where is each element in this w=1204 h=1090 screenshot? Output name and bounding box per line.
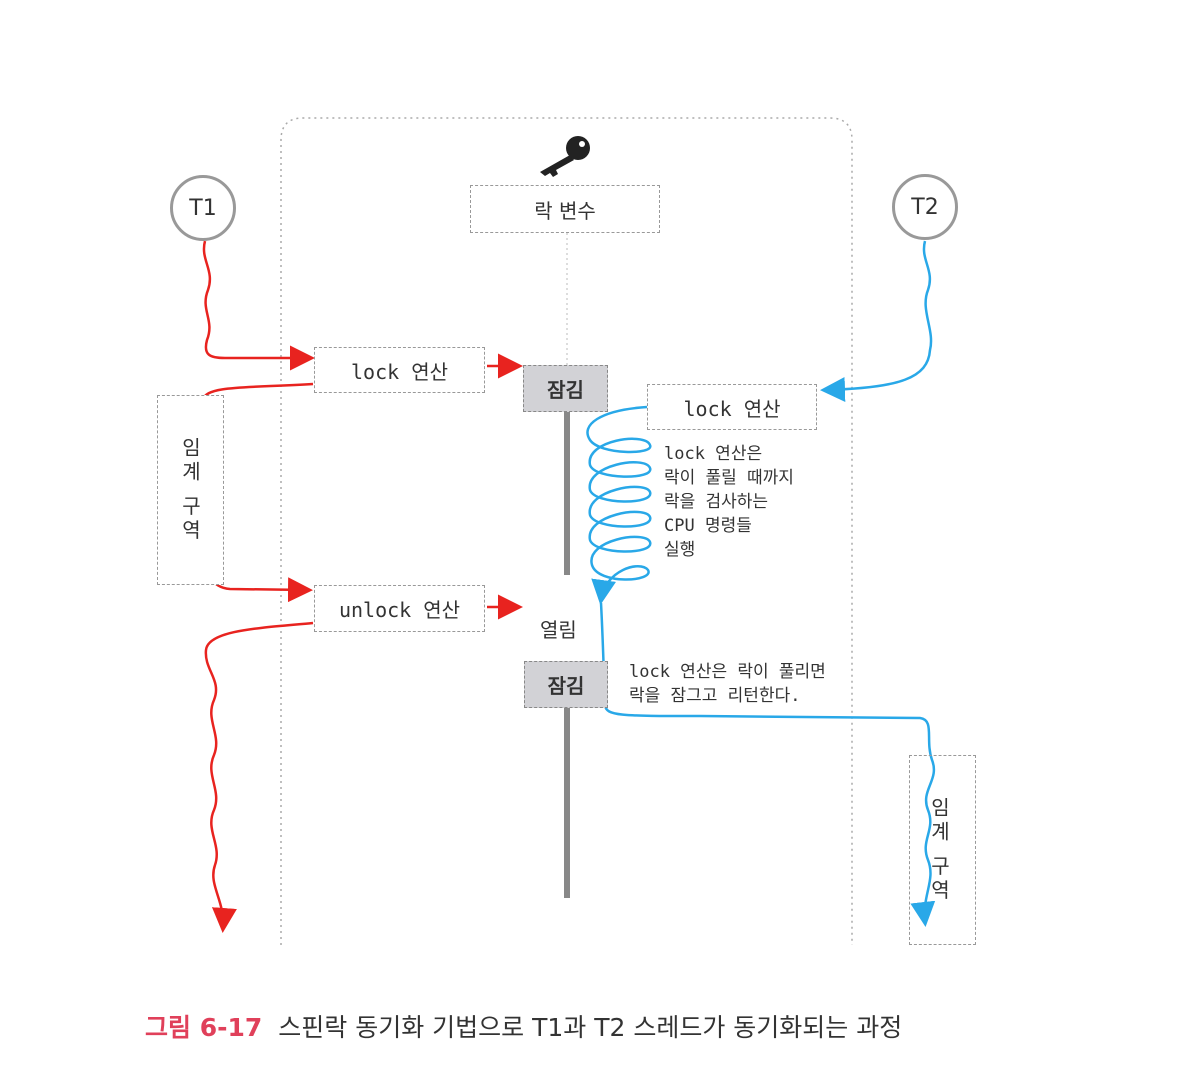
thread-t2-label: T2 — [911, 194, 939, 220]
acquire-note-line: 락을 잠그고 리턴한다. — [629, 686, 801, 706]
lock-state-locked-2-label: 잠김 — [547, 674, 585, 698]
lock-state-locked-2: 잠김 — [524, 661, 608, 708]
t1-unlock-op-label: unlock 연산 — [338, 598, 461, 622]
t2-lock-op-box: lock 연산 — [647, 384, 817, 430]
lock-variable-box: 락 변수 — [470, 185, 660, 233]
t1-path-to-lock — [202, 240, 315, 371]
lock-state-unlocked: 열림 — [540, 618, 577, 642]
spin-note-line: 실행 — [664, 540, 696, 560]
t2-path-to-lock — [820, 240, 933, 402]
t2-critical-section-box: 임계 구역 — [909, 755, 976, 945]
spin-note-line: 락을 검사하는 — [664, 492, 769, 512]
acquire-note-line: lock 연산은 락이 풀리면 — [629, 662, 826, 682]
spin-note-line: CPU 명령들 — [664, 516, 752, 536]
lock-state-locked-1-label: 잠김 — [547, 378, 584, 402]
t1-unlock-op-box: unlock 연산 — [314, 585, 485, 632]
t2-path-critical — [599, 602, 936, 927]
t1-critical-section-box: 임계 구역 — [157, 395, 224, 585]
spin-note: lock 연산은 락이 풀릴 때까지 락을 검사하는 CPU 명령들 실행 — [664, 442, 794, 562]
acquire-note: lock 연산은 락이 풀리면 락을 잠그고 리턴한다. — [629, 660, 826, 708]
lock-variable-label: 락 변수 — [534, 198, 596, 223]
spin-note-line: lock 연산은 — [664, 444, 763, 464]
lock-state-locked-1: 잠김 — [523, 365, 608, 412]
t1-lock-op-label: lock 연산 — [350, 359, 448, 384]
thread-t2: T2 — [892, 174, 958, 240]
figure-caption: 그림 6-17 스핀락 동기화 기법으로 T1과 T2 스레드가 동기화되는 과정 — [145, 1008, 902, 1044]
spin-note-line: 락이 풀릴 때까지 — [664, 468, 794, 488]
t2-lock-op-label: lock 연산 — [683, 396, 781, 421]
figure-number: 그림 6-17 — [145, 1013, 263, 1042]
t2-critical-section-label: 임계 구역 — [927, 796, 951, 904]
thread-t1-label: T1 — [189, 195, 217, 221]
figure-caption-text: 스핀락 동기화 기법으로 T1과 T2 스레드가 동기화되는 과정 — [278, 1013, 903, 1042]
thread-t1: T1 — [170, 175, 236, 241]
t1-lock-op-box: lock 연산 — [314, 347, 485, 393]
key-icon — [540, 136, 590, 177]
t1-path-after — [204, 621, 314, 933]
t2-spin-loop — [586, 405, 652, 605]
t1-critical-section-label: 임계 구역 — [178, 436, 202, 544]
